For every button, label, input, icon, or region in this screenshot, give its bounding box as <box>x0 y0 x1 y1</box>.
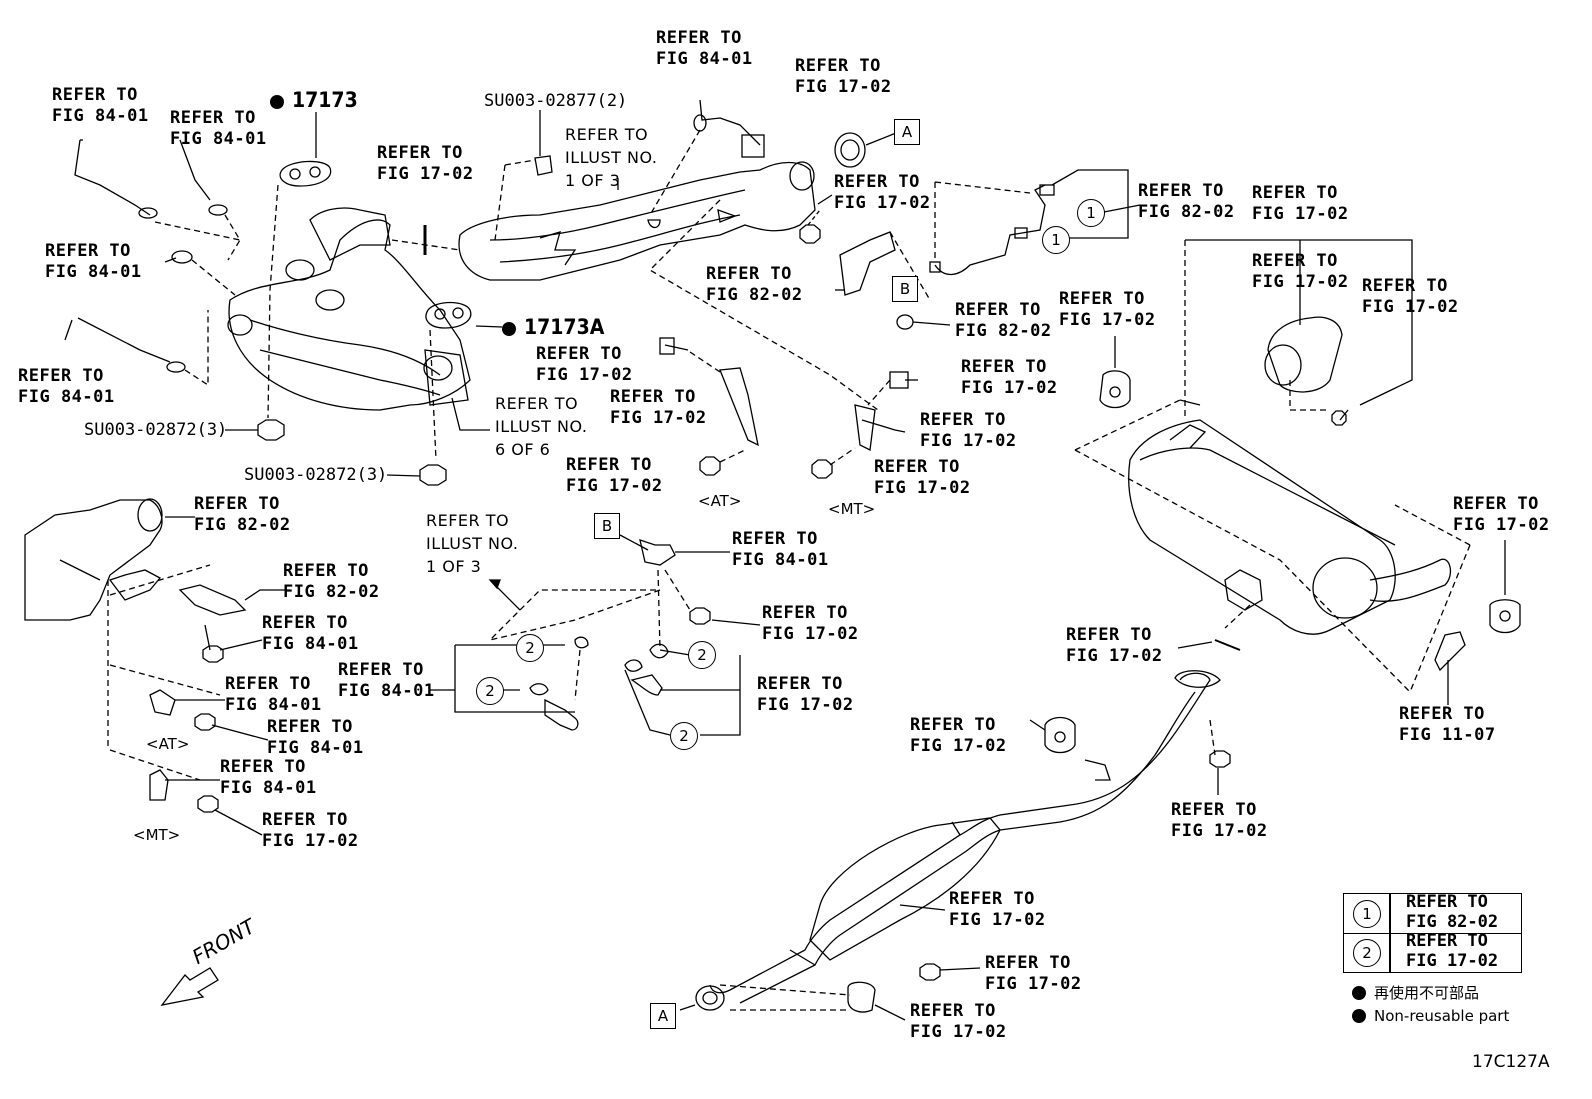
variant-tag-mt: <MT> <box>133 826 181 844</box>
reference-box-a: A <box>650 1003 676 1029</box>
center-pipe-drawing <box>679 670 1231 1021</box>
callout-circle-2: 2 <box>516 634 544 662</box>
front-arrow <box>160 967 219 1006</box>
part-number-su003-02877: SU003-02877(2) <box>484 91 628 111</box>
variant-tag-at: <AT> <box>146 735 190 753</box>
part-number-17173a: 17173A <box>502 315 604 339</box>
non-reusable-dot-icon <box>1352 986 1366 1000</box>
muffler-drawing <box>1074 239 1521 705</box>
callout-circle-2: 2 <box>688 641 716 669</box>
callout-circle-2: 2 <box>670 722 698 750</box>
brackets-center-drawing <box>659 337 918 479</box>
callout-circle-2: 2 <box>476 677 504 705</box>
callout-circle-1: 1 <box>1077 199 1105 227</box>
catalytic-converter-drawing <box>423 99 1141 411</box>
legend-circle-1: 1 <box>1353 900 1381 928</box>
non-reusable-dot-icon <box>1352 1009 1366 1023</box>
non-reusable-note-en: Non-reusable part <box>1352 1007 1509 1025</box>
figure-code: 17C127A <box>1472 1052 1550 1072</box>
legend-circle-2: 2 <box>1353 939 1381 967</box>
hangers-drawing <box>430 534 761 736</box>
reference-box-a: A <box>894 119 920 145</box>
exhaust-manifold-drawing <box>64 112 503 486</box>
non-reusable-dot-icon <box>270 95 284 109</box>
reference-box-b: B <box>594 513 620 539</box>
legend-divider <box>1389 894 1391 933</box>
variant-tag-at: <AT> <box>698 492 742 510</box>
part-number-su003-02872: SU003-02872(3) <box>84 420 228 440</box>
non-reusable-note-jp: 再使用不可部品 <box>1352 982 1479 1003</box>
part-number-17173: 17173 <box>270 88 358 112</box>
callout-circle-1: 1 <box>1042 226 1070 254</box>
variant-tag-mt: <MT> <box>828 500 876 518</box>
non-reusable-dot-icon <box>502 322 516 336</box>
transmission-drawing <box>24 498 290 836</box>
reference-box-b: B <box>892 276 918 302</box>
legend-divider <box>1389 933 1391 972</box>
part-number-su003-02872: SU003-02872(3) <box>244 465 388 485</box>
